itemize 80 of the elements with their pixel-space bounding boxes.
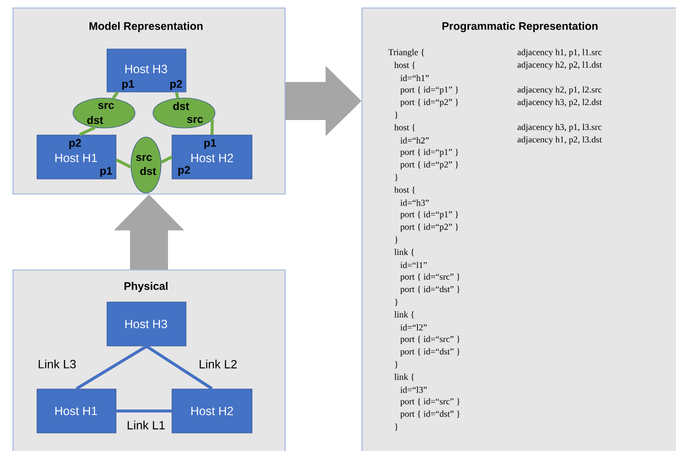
code-line: port { id=“p2” } xyxy=(400,161,458,170)
port-label: dst xyxy=(87,116,104,124)
code-line: port { id=“dst” } xyxy=(400,348,460,356)
port-label: p1 xyxy=(100,167,112,177)
host-label: Host H2 xyxy=(191,406,233,416)
code-line: port { id=“dst” } xyxy=(400,410,460,419)
port-label: p2 xyxy=(178,166,190,176)
code-line: } xyxy=(395,236,398,244)
code-line: id=“l3” xyxy=(400,386,427,393)
code-line: } xyxy=(395,112,398,120)
code-line: adjacency h3, p1, l3.src xyxy=(518,124,602,132)
link-ellipse xyxy=(72,98,136,128)
port-label: dst xyxy=(140,166,156,176)
host-label: Host H1 xyxy=(55,406,97,416)
link-ellipse xyxy=(152,98,216,128)
host-box xyxy=(106,302,186,346)
code-line: adjacency h3, p2, l2.dst xyxy=(518,98,602,107)
code-line: port { id=“p1” } xyxy=(400,148,458,157)
code-line: } xyxy=(395,174,398,182)
code-line: id=“l1” xyxy=(400,262,427,268)
code-line: port { id=“src” } xyxy=(400,398,460,406)
host-box xyxy=(36,134,116,180)
code-line: port { id=“p2” } xyxy=(400,98,458,107)
connector-line xyxy=(112,91,119,100)
host-label: Host H2 xyxy=(191,154,233,162)
host-box xyxy=(36,388,116,434)
code-line: port { id=“p1” } xyxy=(400,211,458,220)
code-line: Triangle { xyxy=(388,48,424,58)
code-line: adjacency h1, p1, l1.src xyxy=(518,48,602,58)
code-line: } xyxy=(395,298,398,306)
connector-line xyxy=(79,126,96,136)
edge-label: Link L1 xyxy=(126,420,166,430)
code-line: } xyxy=(395,423,398,431)
connector-line xyxy=(76,345,148,390)
code-line: } xyxy=(395,361,398,368)
edge-label: Link L3 xyxy=(36,358,78,370)
code-line: id=“h1” xyxy=(400,74,429,82)
port-label: p2 xyxy=(69,139,81,149)
code-line: link { xyxy=(394,311,414,319)
host-label: Host H3 xyxy=(125,64,168,74)
port-label: src xyxy=(187,116,203,123)
code-line: link { xyxy=(394,248,414,256)
host-box xyxy=(172,134,252,180)
connector-line xyxy=(160,156,172,164)
port-label: src xyxy=(98,102,114,109)
port-label: p2 xyxy=(170,80,182,90)
host-box xyxy=(172,388,252,434)
code-line: host { xyxy=(394,124,415,132)
code-line: link { xyxy=(394,374,414,381)
connector-line xyxy=(116,410,172,412)
code-line: id=“h2” xyxy=(400,137,429,144)
connector-line xyxy=(210,120,214,135)
host-box xyxy=(106,48,186,92)
panel-title: Physical xyxy=(124,282,168,292)
link-ellipse xyxy=(130,136,162,194)
code-line: port { id=“src” } xyxy=(400,273,460,282)
code-line: adjacency h2, p1, l2.src xyxy=(518,86,602,94)
code-line: port { id=“dst” } xyxy=(400,286,460,294)
connector-line xyxy=(116,158,132,168)
code-line: port { id=“src” } xyxy=(400,336,460,344)
port-label: src xyxy=(136,154,152,161)
code-line: host { xyxy=(394,62,415,70)
panel xyxy=(362,8,676,451)
code-line: port { id=“p1” } xyxy=(400,86,458,94)
code-line: adjacency h2, p2, l1.dst xyxy=(518,61,602,70)
port-label: dst xyxy=(173,102,190,110)
code-line: port { id=“p2” } xyxy=(400,224,458,232)
connector-line xyxy=(175,92,180,98)
host-label: Host H1 xyxy=(55,154,97,162)
code-line: id=“h3” xyxy=(400,199,429,206)
panel-title: Programmatic Representation xyxy=(442,22,598,32)
code-line: host { xyxy=(394,186,415,194)
edge-label: Link L2 xyxy=(198,358,238,370)
code-line: id=“l2” xyxy=(400,324,427,330)
port-label: p1 xyxy=(122,80,134,90)
panel-title: Model Representation xyxy=(90,22,203,32)
port-label: p1 xyxy=(204,139,216,149)
connector-line xyxy=(146,345,213,390)
host-label: Host H3 xyxy=(125,320,168,328)
code-line: adjacency h1, p2, l3.dst xyxy=(518,136,602,144)
